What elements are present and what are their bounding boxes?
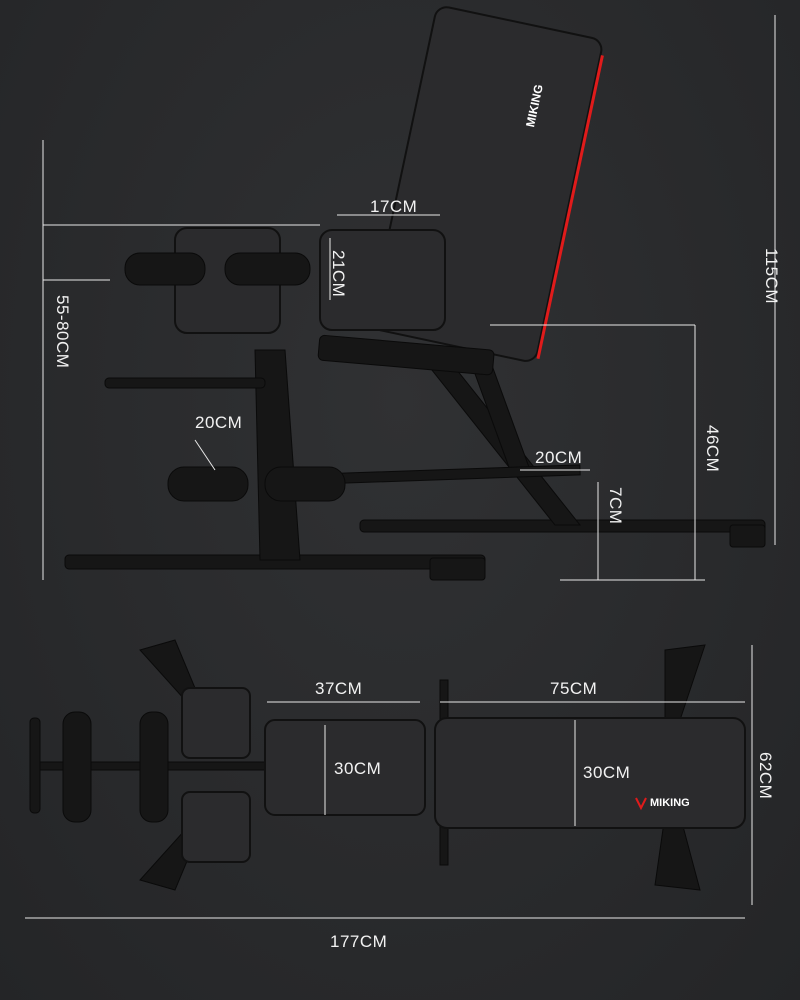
label-total-height: 115CM	[762, 248, 781, 304]
front-foot	[429, 557, 486, 581]
top-roller-2	[139, 711, 169, 823]
end-handle	[29, 717, 41, 814]
label-seat-length: 37CM	[315, 679, 362, 698]
top-dimension-lines	[25, 645, 753, 919]
logo-mark-icon	[635, 797, 647, 811]
label-seat-pad-width: 17CM	[370, 197, 417, 216]
lower-foam-roller-left	[167, 466, 249, 502]
upper-foam-roller-right	[224, 252, 311, 286]
front-upright	[254, 349, 301, 561]
label-total-length: 177CM	[330, 932, 387, 951]
upper-foam-roller-left	[124, 252, 206, 286]
top-view-bench: MIKING	[29, 639, 746, 891]
label-seat-height: 46CM	[703, 425, 722, 472]
leg-pad-top-left	[181, 687, 251, 759]
handle-bar	[104, 377, 266, 389]
label-base-width: 62CM	[756, 752, 775, 799]
side-view-bench: MIKING	[64, 6, 766, 581]
label-roller-length: 20CM	[195, 413, 242, 432]
label-back-length: 75CM	[550, 679, 597, 698]
leg-pad-top-right	[181, 791, 251, 863]
rear-leg-top	[664, 644, 706, 721]
top-roller-1	[62, 711, 92, 823]
label-seat-width: 30CM	[334, 759, 381, 778]
seat-pad-top	[264, 719, 426, 816]
label-seat-pad-length: 21CM	[329, 250, 348, 297]
seat-frame	[317, 334, 495, 376]
lower-foam-roller-right	[264, 466, 346, 502]
rear-foot	[729, 524, 766, 548]
label-seat-height-range: 55-80CM	[53, 295, 72, 368]
top-backrest-logo: MIKING	[650, 797, 690, 809]
label-back-width: 30CM	[583, 763, 630, 782]
label-rear-foot-length: 20CM	[535, 448, 582, 467]
seat-pad	[319, 229, 446, 331]
label-rear-foot-height: 7CM	[606, 487, 625, 524]
side-dimension-lines	[42, 15, 776, 581]
backrest-pad-top	[434, 717, 746, 829]
